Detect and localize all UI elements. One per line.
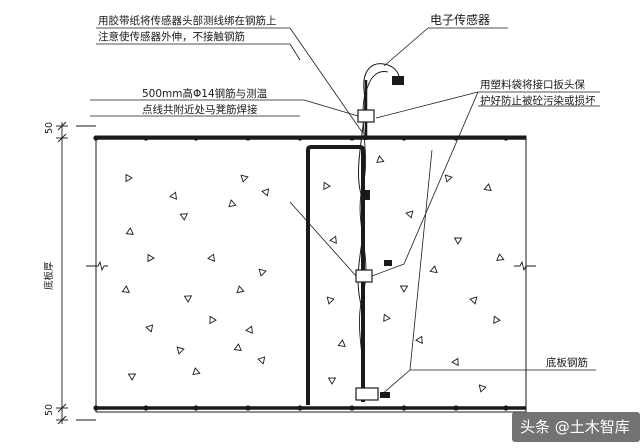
rebar-dot <box>401 405 407 411</box>
aggregate-mark <box>257 356 266 365</box>
aggregate-mark <box>145 324 154 333</box>
rebar-weld-note-line2: 点线共附近处马凳筋焊接 <box>142 103 258 116</box>
aggregate-mark <box>376 155 385 164</box>
sensor-tie-top <box>357 109 375 123</box>
sensor-tie-note-line2: 注意使传感器外伸，不接触钢筋 <box>98 30 245 43</box>
aggregate-mark <box>327 377 337 385</box>
aggregate-mark <box>176 346 185 355</box>
aggregate-mark <box>323 181 331 191</box>
leader-lines <box>90 27 600 397</box>
aggregate-mark <box>399 285 409 293</box>
sensor-probe-middle <box>384 260 392 266</box>
electronic-sensor-head <box>392 76 404 85</box>
rebar-dot <box>401 135 407 141</box>
break-marks <box>86 260 536 272</box>
rebar-dot <box>193 405 199 411</box>
rebar-dot <box>245 135 251 141</box>
aggregate-mark <box>405 210 414 219</box>
electronic-sensor-label: 电子传感器 <box>430 12 490 27</box>
aggregate-mark <box>228 199 237 208</box>
bottom-rebar-label: 底板钢筋 <box>546 356 588 369</box>
aggregate-mark <box>326 296 335 305</box>
bag-protect-note-line2: 护好防止被砼污染或损坏 <box>480 94 596 107</box>
aggregate-mark <box>236 285 245 294</box>
rebar-dot <box>503 135 509 141</box>
rebar-dot <box>143 405 149 411</box>
top-cover-dimension: 50 <box>44 122 55 134</box>
rebar-dot <box>193 135 199 141</box>
sensor-cable-2 <box>358 71 389 393</box>
slab-thickness-label: 底板厚 <box>43 261 55 290</box>
aggregate-mark <box>127 373 137 381</box>
aggregate-mark <box>192 367 201 376</box>
rebar-dot <box>143 135 149 141</box>
rebar-dot <box>453 405 459 411</box>
watermark-bg <box>512 412 640 442</box>
aggregate-mark <box>496 253 505 261</box>
transverse-rebar-dots <box>93 135 509 411</box>
aggregate-mark <box>125 227 134 235</box>
aggregate-mark <box>245 325 253 334</box>
sensor-tie-bottom <box>355 387 379 401</box>
sensor-probe-upper <box>364 190 370 200</box>
rebar-weld-note-line1: 500mm高Φ14钢筋与测温 <box>142 87 268 100</box>
aggregate-mark <box>147 253 155 263</box>
rebar-dot <box>349 405 355 411</box>
aggregate-mark <box>478 384 487 393</box>
aggregate-mark <box>444 174 453 183</box>
concrete-aggregate-marks <box>121 155 505 393</box>
aggregate-mark <box>209 315 217 325</box>
aggregate-mark <box>451 357 459 367</box>
rebar-dot <box>503 405 509 411</box>
aggregate-mark <box>207 253 215 262</box>
rebar-dot <box>297 135 303 141</box>
aggregate-mark <box>169 191 178 200</box>
aggregate-mark <box>258 268 267 277</box>
sensor-probe-bottom <box>380 392 390 398</box>
concrete-slab-outline <box>95 135 527 413</box>
aggregate-mark <box>121 285 130 293</box>
rebar-dot <box>297 405 303 411</box>
rebar-dot <box>93 135 99 141</box>
sensor-cable <box>357 63 400 401</box>
bag-protect-note-line1: 用塑料袋将接口扳头保 <box>480 78 585 91</box>
watermark-text: 头条 @土木智库 <box>520 418 630 436</box>
aggregate-mark <box>261 188 270 197</box>
aggregate-mark <box>337 339 346 348</box>
vertical-support-rebar <box>306 145 365 405</box>
rebar-dot <box>93 405 99 411</box>
aggregate-mark <box>469 296 478 305</box>
rebar-dot <box>245 405 251 411</box>
sensor-tie-middle <box>355 269 373 283</box>
aggregate-mark <box>429 265 438 274</box>
aggregate-mark <box>179 213 189 221</box>
sensor-tie-note-line1: 用胶带纸将传感器头部测线绑在钢筋上 <box>98 14 277 27</box>
aggregate-mark <box>483 183 492 192</box>
rebar-dot <box>349 135 355 141</box>
bottom-cover-dimension: 50 <box>44 404 55 416</box>
aggregate-mark <box>415 335 423 345</box>
aggregate-mark <box>493 315 501 325</box>
aggregate-mark <box>125 173 133 183</box>
aggregate-mark <box>329 235 337 244</box>
thickness-dimension-line <box>56 121 96 425</box>
aggregate-mark <box>240 174 249 183</box>
aggregate-mark <box>383 313 391 323</box>
aggregate-mark <box>453 237 463 245</box>
aggregate-mark <box>233 343 242 351</box>
aggregate-mark <box>183 295 193 303</box>
